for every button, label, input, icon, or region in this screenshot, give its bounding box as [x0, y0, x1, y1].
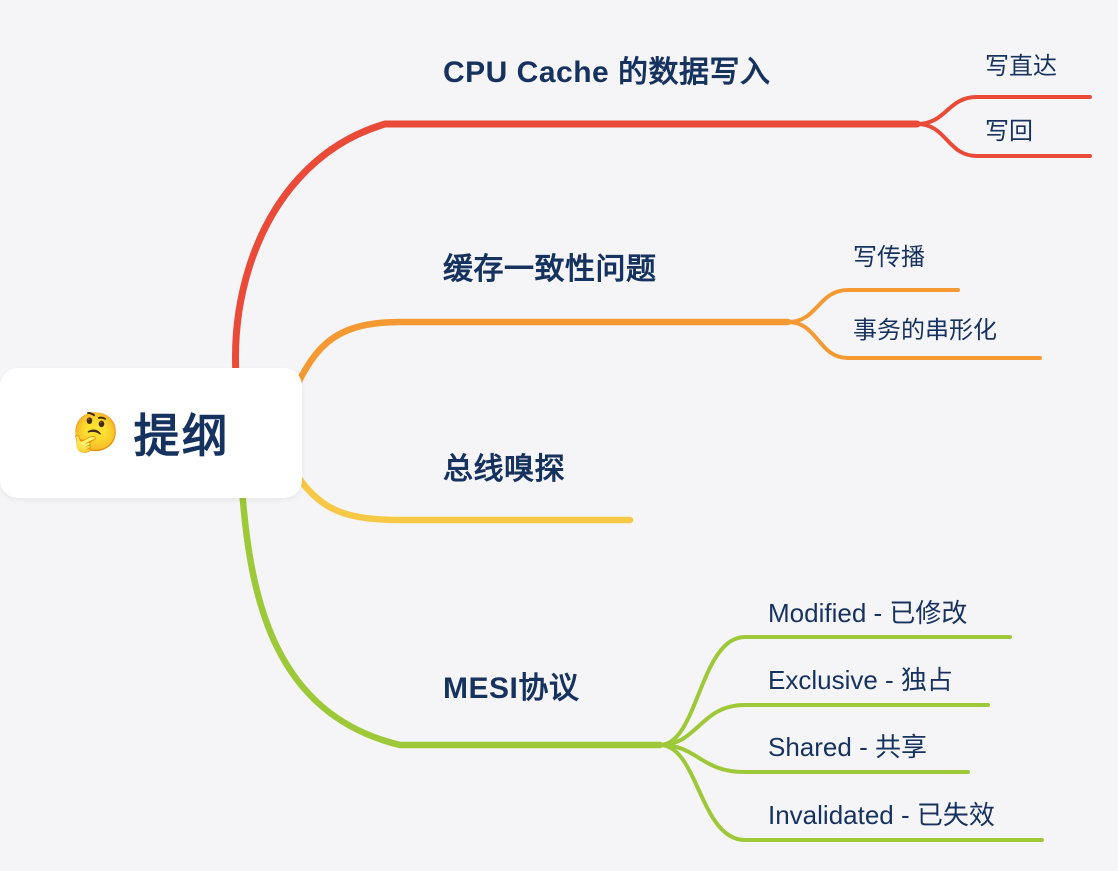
topic-write-propagation[interactable]: 写传播	[853, 244, 925, 271]
topic-bus-snooping[interactable]: 总线嗅探	[443, 453, 565, 486]
topic-write-through[interactable]: 写直达	[985, 53, 1057, 80]
branch-mesi-connector	[238, 484, 664, 749]
branch-write-propagation-connector	[786, 288, 960, 324]
root-topic[interactable]: 🤔 提纲	[0, 368, 302, 498]
topic-transaction-serialization[interactable]: 事务的串形化	[853, 317, 997, 344]
thinking-face-emoji-icon: 🤔	[72, 412, 120, 454]
branch-modified-connector	[658, 635, 1012, 747]
branch-invalidated-connector	[658, 743, 1044, 842]
topic-cache-coherence[interactable]: 缓存一致性问题	[443, 253, 657, 286]
branch-cpu-cache-connector	[232, 120, 921, 474]
topic-modified[interactable]: Modified - 已修改	[768, 598, 968, 628]
topic-cpu-cache-write[interactable]: CPU Cache 的数据写入	[443, 56, 771, 89]
root-topic-label: 提纲	[133, 410, 230, 462]
branch-write-back-connector	[915, 122, 1092, 158]
branch-shared-connector	[658, 743, 970, 774]
topic-invalidated[interactable]: Invalidated - 已失效	[768, 800, 995, 830]
topic-exclusive[interactable]: Exclusive - 独占	[768, 665, 953, 695]
branch-transaction-serialization-connector	[786, 320, 1042, 360]
branch-write-through-connector	[915, 95, 1092, 126]
branch-cache-coherence-connector	[284, 318, 792, 409]
topic-mesi-protocol[interactable]: MESI协议	[443, 672, 580, 705]
branch-exclusive-connector	[658, 703, 990, 747]
topic-write-back[interactable]: 写回	[985, 118, 1033, 145]
topic-shared[interactable]: Shared - 共享	[768, 732, 927, 762]
